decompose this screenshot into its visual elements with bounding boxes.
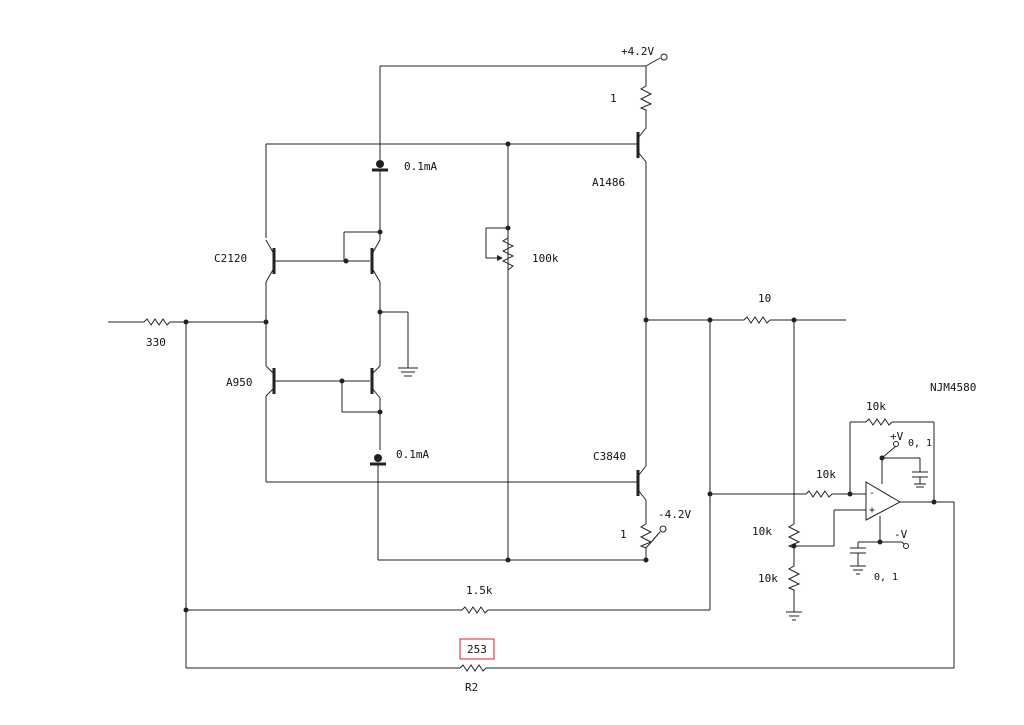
junction-dot: [377, 229, 383, 235]
vminus-label: -V: [894, 528, 908, 541]
opamp-feedback: [849, 418, 935, 502]
resistor-top-emitter-label: 1: [610, 92, 617, 105]
junction-dot: [707, 317, 713, 323]
junction-dot: [791, 317, 797, 323]
transistor-a950-label: A950: [226, 376, 253, 389]
resistor-top-emitter: [639, 82, 653, 112]
resistor-divider-top-label: 10k: [752, 525, 772, 538]
feedback-r2: [186, 664, 954, 672]
junction-dot: [263, 319, 269, 325]
junction-dot: [343, 258, 349, 264]
input-wire: [108, 318, 266, 668]
opamp-input-wire: [710, 490, 866, 498]
output-wire: [646, 316, 846, 610]
current-source-bottom-label: 0.1mA: [396, 448, 429, 461]
resistor-output-label: 10: [758, 292, 771, 305]
junction-dot: [707, 491, 713, 497]
resistor-opamp-input-label: 10k: [816, 468, 836, 481]
potentiometer-label: 100k: [532, 252, 559, 265]
transistor-a1486-label: A1486: [592, 176, 625, 189]
opamp-vplus: [881, 445, 928, 488]
transistor-c3840-label: C3840: [593, 450, 626, 463]
supply-positive-label: +4.2V: [621, 45, 654, 58]
potentiometer-100k: [485, 227, 515, 276]
resistor-input-label: 330: [146, 336, 166, 349]
junction-dot: [931, 499, 937, 505]
top-bias-wire: [265, 143, 638, 560]
vminus-terminal: [903, 543, 909, 549]
resistor-divider-bottom-label: 10k: [758, 572, 778, 585]
junction-dot: [847, 491, 853, 497]
supply-negative-label: -4.2V: [658, 508, 691, 521]
current-source-bottom: [370, 454, 386, 560]
junction-dot: [877, 539, 883, 545]
opamp-label: NJM4580: [930, 381, 976, 394]
junction-dot: [377, 409, 383, 415]
junction-dot: [879, 455, 885, 461]
transistor-mirror-bottom: [341, 365, 381, 450]
transistor-a1486: [636, 127, 647, 318]
opamp-njm4580: [865, 481, 955, 668]
junction-dot: [339, 378, 345, 384]
opamp-vminus: [850, 516, 907, 575]
transistor-mirror-top: [343, 231, 381, 366]
divider-resistors: [786, 509, 866, 621]
r2-value-highlight-box: [459, 638, 495, 660]
transistor-c2120: [265, 239, 370, 366]
resistor-feedback-1-label: 1.5k: [466, 584, 493, 597]
resistor-r2-value: 253: [467, 643, 487, 656]
resistor-r2-name: R2: [465, 681, 478, 694]
junction-dot: [377, 309, 383, 315]
feedback-1-5k: [186, 606, 710, 614]
resistor-bottom-emitter-label: 1: [620, 528, 627, 541]
current-source-top-label: 0.1mA: [404, 160, 437, 173]
supply-negative-terminal: [659, 525, 667, 533]
junction-dot: [505, 141, 511, 147]
cap-top-label: 0, 1: [908, 438, 932, 449]
junction-dot: [643, 317, 649, 323]
junction-dot: [183, 319, 189, 325]
supply-rail-wiring: [379, 57, 661, 160]
vplus-label: +V: [890, 430, 904, 443]
cap-bottom-label: 0, 1: [874, 572, 898, 583]
vplus-terminal: [893, 441, 899, 447]
transistor-c2120-label: C2120: [214, 252, 247, 265]
ground-mirror: [380, 311, 418, 377]
supply-positive-terminal: [660, 53, 668, 61]
transistor-a950: [265, 365, 370, 482]
bottom-bias-wire: [266, 481, 646, 561]
opamp-plus-sign: +: [869, 505, 875, 516]
junction-dot: [183, 607, 189, 613]
resistor-bottom-emitter: [639, 520, 653, 560]
current-source-top: [372, 160, 388, 232]
junction-dot: [791, 543, 797, 549]
resistor-opamp-feedback-label: 10k: [866, 400, 886, 413]
opamp-minus-sign: -: [869, 488, 875, 499]
junction-dot: [505, 225, 511, 231]
junction-dot: [505, 557, 511, 563]
transistor-c3840: [636, 318, 647, 520]
